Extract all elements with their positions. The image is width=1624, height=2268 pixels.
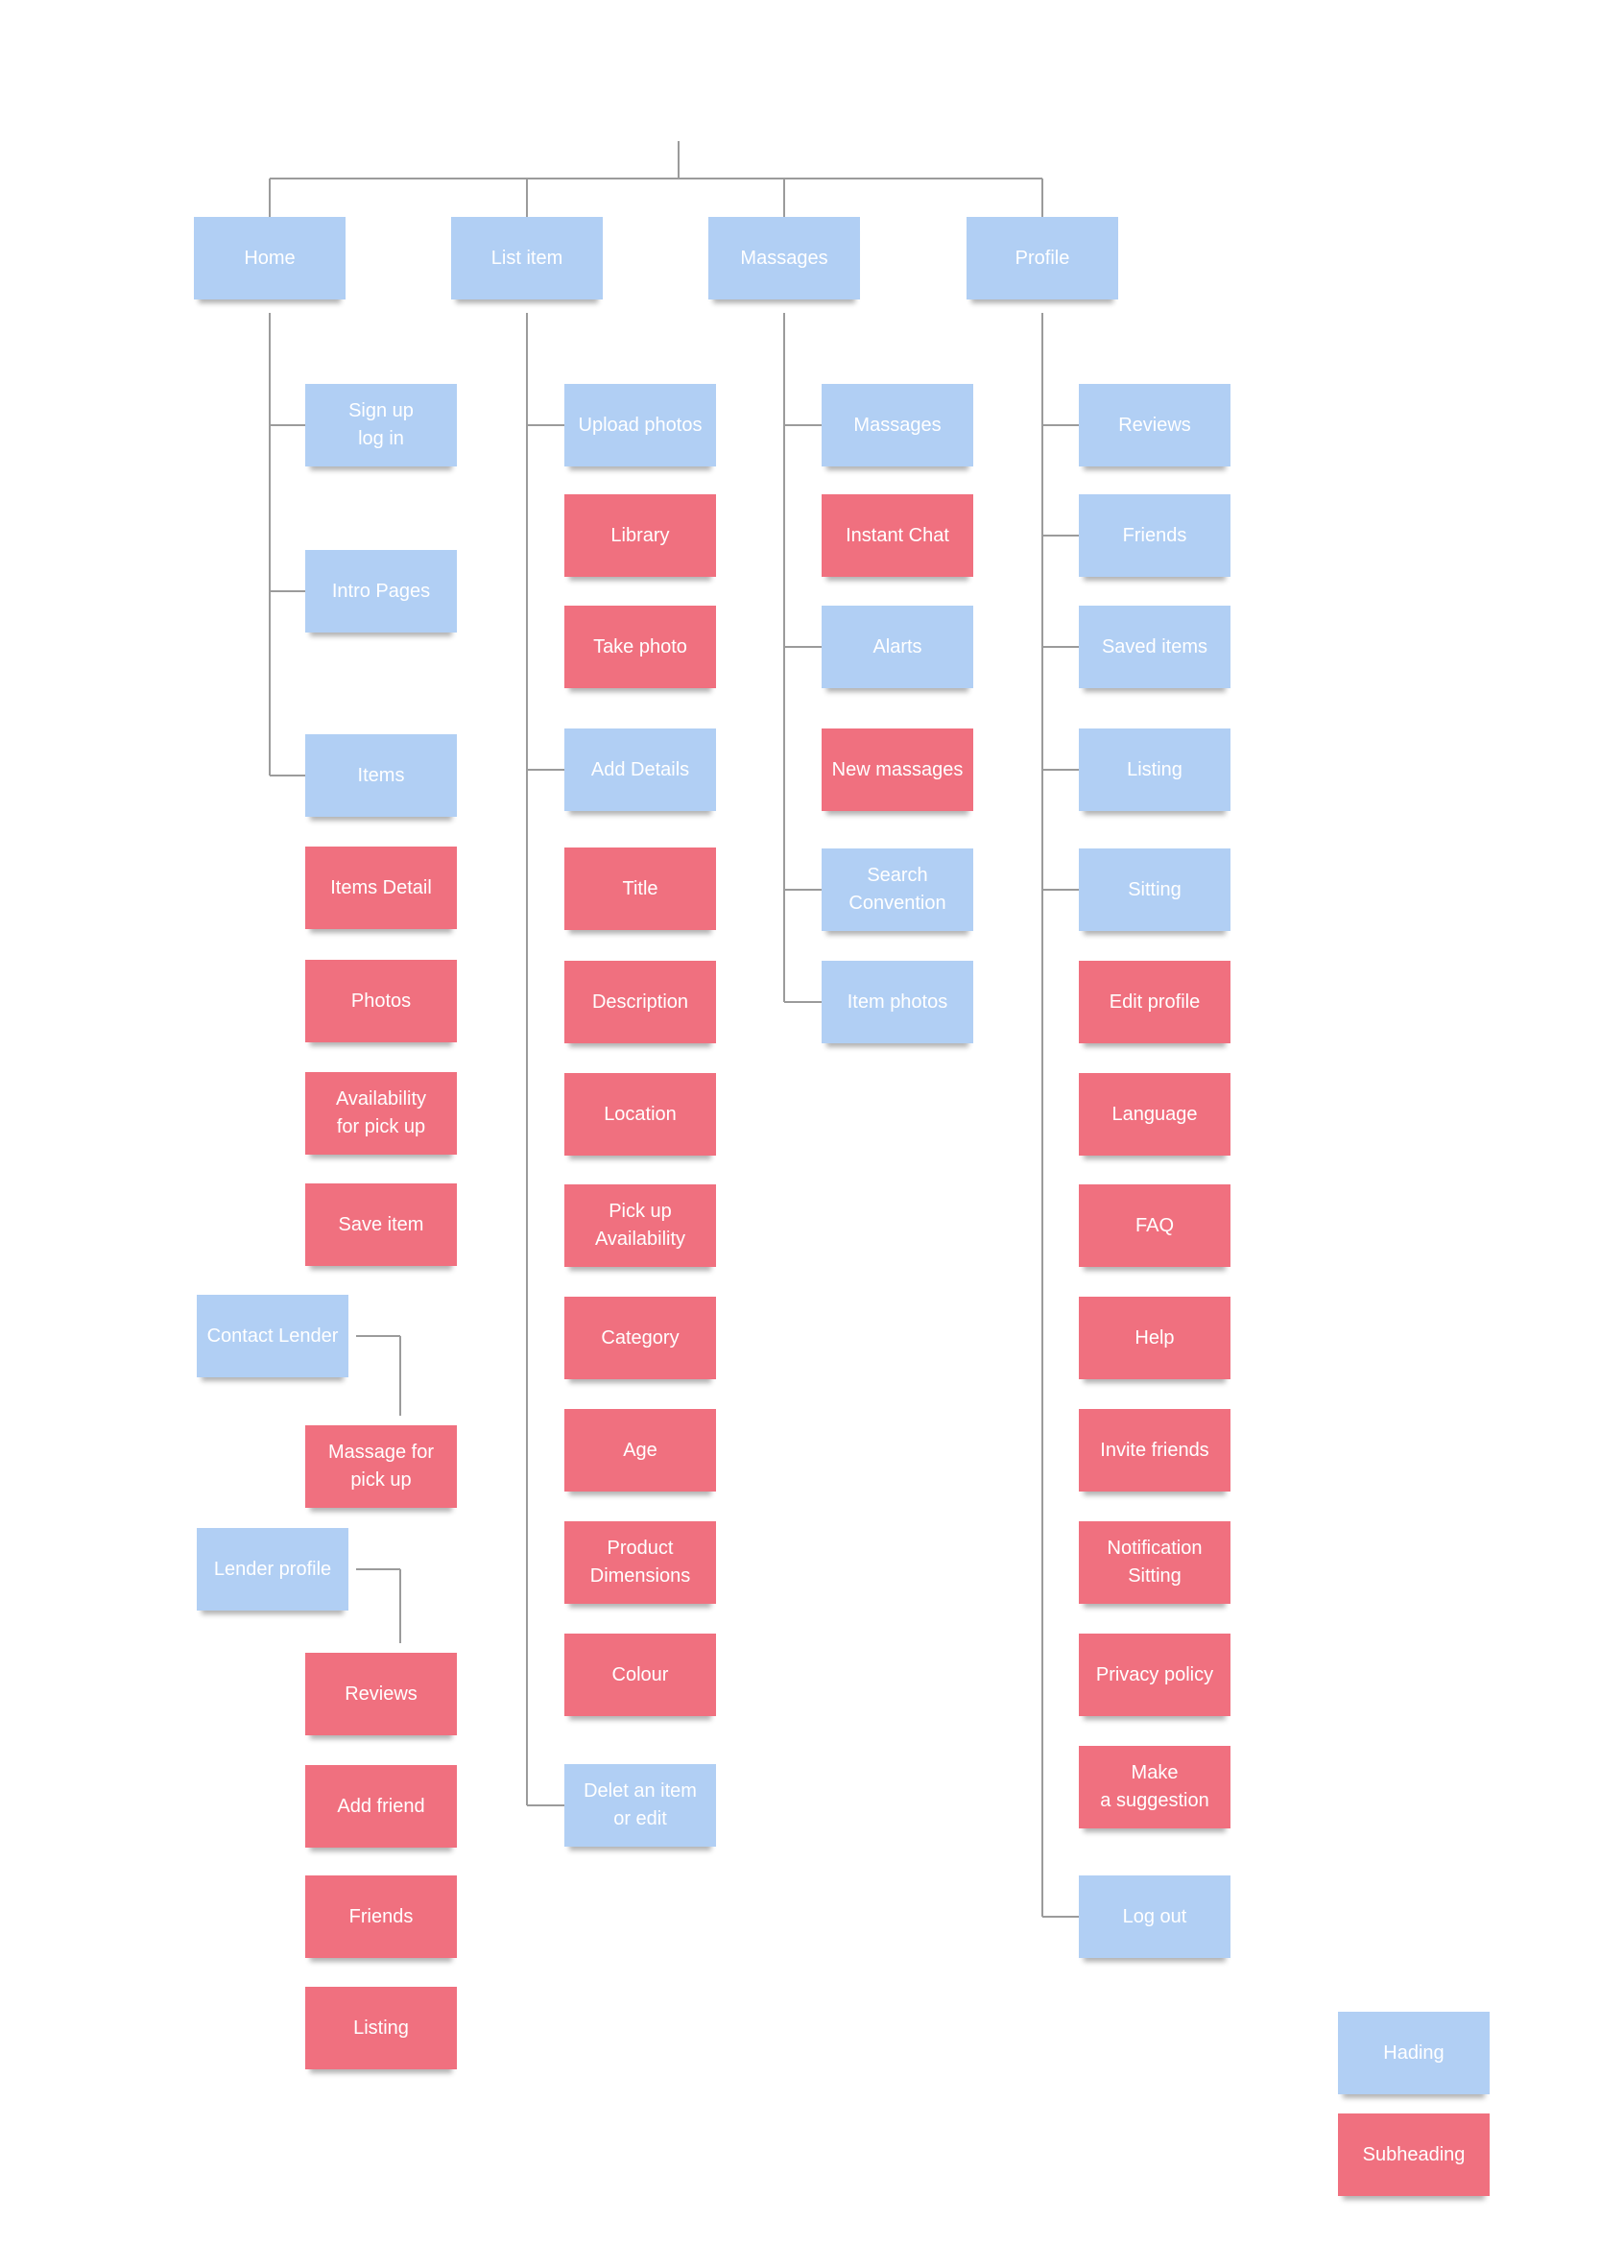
- sitemap-node-delete-edit[interactable]: Delet an item or edit: [564, 1764, 716, 1847]
- sitemap-node-sitting[interactable]: Sitting: [1079, 848, 1230, 931]
- sitemap-node-massages-sub[interactable]: Massages: [822, 384, 973, 466]
- sitemap-node-reviews[interactable]: Reviews: [1079, 384, 1230, 466]
- sitemap-node-pickup-availability[interactable]: Pick up Availability: [564, 1184, 716, 1267]
- sitemap-node-search-convention[interactable]: Search Convention: [822, 848, 973, 931]
- column-header-list-item[interactable]: List item: [451, 217, 603, 299]
- sitemap-node-signup[interactable]: Sign up log in: [305, 384, 457, 466]
- sitemap-node-make-suggestion[interactable]: Make a suggestion: [1079, 1746, 1230, 1828]
- sitemap-node-faq[interactable]: FAQ: [1079, 1184, 1230, 1267]
- sitemap-node-saved-items[interactable]: Saved items: [1079, 606, 1230, 688]
- sitemap-node-massage-pickup[interactable]: Massage for pick up: [305, 1425, 457, 1508]
- sitemap-node-description[interactable]: Description: [564, 961, 716, 1043]
- sitemap-node-library[interactable]: Library: [564, 494, 716, 577]
- sitemap-node-take-photo[interactable]: Take photo: [564, 606, 716, 688]
- sitemap-node-upload-photos[interactable]: Upload photos: [564, 384, 716, 466]
- sitemap-node-privacy-policy[interactable]: Privacy policy: [1079, 1634, 1230, 1716]
- sitemap-node-product-dimensions[interactable]: Product Dimensions: [564, 1521, 716, 1604]
- sitemap-node-lender-profile[interactable]: Lender profile: [197, 1528, 348, 1611]
- sitemap-node-lp-listing[interactable]: Listing: [305, 1987, 457, 2069]
- sitemap-node-instant-chat[interactable]: Instant Chat: [822, 494, 973, 577]
- sitemap-node-lp-friends[interactable]: Friends: [305, 1875, 457, 1958]
- column-header-home[interactable]: Home: [194, 217, 346, 299]
- sitemap-node-intro[interactable]: Intro Pages: [305, 550, 457, 633]
- sitemap-node-language[interactable]: Language: [1079, 1073, 1230, 1156]
- sitemap-node-add-details[interactable]: Add Details: [564, 728, 716, 811]
- sitemap-node-availability[interactable]: Availability for pick up: [305, 1072, 457, 1155]
- sitemap-node-photos[interactable]: Photos: [305, 960, 457, 1042]
- sitemap-node-friends[interactable]: Friends: [1079, 494, 1230, 577]
- sitemap-node-age[interactable]: Age: [564, 1409, 716, 1492]
- sitemap-node-help[interactable]: Help: [1079, 1297, 1230, 1379]
- sitemap-node-lp-add-friend[interactable]: Add friend: [305, 1765, 457, 1848]
- sitemap-node-log-out[interactable]: Log out: [1079, 1875, 1230, 1958]
- sitemap-node-notification-sitting[interactable]: Notification Sitting: [1079, 1521, 1230, 1604]
- sitemap-node-contact-lender[interactable]: Contact Lender: [197, 1295, 348, 1377]
- sitemap-node-items-detail[interactable]: Items Detail: [305, 847, 457, 929]
- column-header-profile[interactable]: Profile: [967, 217, 1118, 299]
- sitemap-node-colour[interactable]: Colour: [564, 1634, 716, 1716]
- sitemap-node-category[interactable]: Category: [564, 1297, 716, 1379]
- column-header-massages[interactable]: Massages: [708, 217, 860, 299]
- legend-heading[interactable]: Hading: [1338, 2012, 1490, 2094]
- sitemap-node-edit-profile[interactable]: Edit profile: [1079, 961, 1230, 1043]
- sitemap-node-lp-reviews[interactable]: Reviews: [305, 1653, 457, 1735]
- sitemap-node-new-massages[interactable]: New massages: [822, 728, 973, 811]
- legend-subheading[interactable]: Subheading: [1338, 2113, 1490, 2196]
- sitemap-node-alarts[interactable]: Alarts: [822, 606, 973, 688]
- sitemap-node-invite-friends[interactable]: Invite friends: [1079, 1409, 1230, 1492]
- sitemap-node-title[interactable]: Title: [564, 848, 716, 930]
- sitemap-node-save-item[interactable]: Save item: [305, 1183, 457, 1266]
- sitemap-node-item-photos[interactable]: Item photos: [822, 961, 973, 1043]
- sitemap-node-location[interactable]: Location: [564, 1073, 716, 1156]
- sitemap-node-items[interactable]: Items: [305, 734, 457, 817]
- sitemap-node-listing[interactable]: Listing: [1079, 728, 1230, 811]
